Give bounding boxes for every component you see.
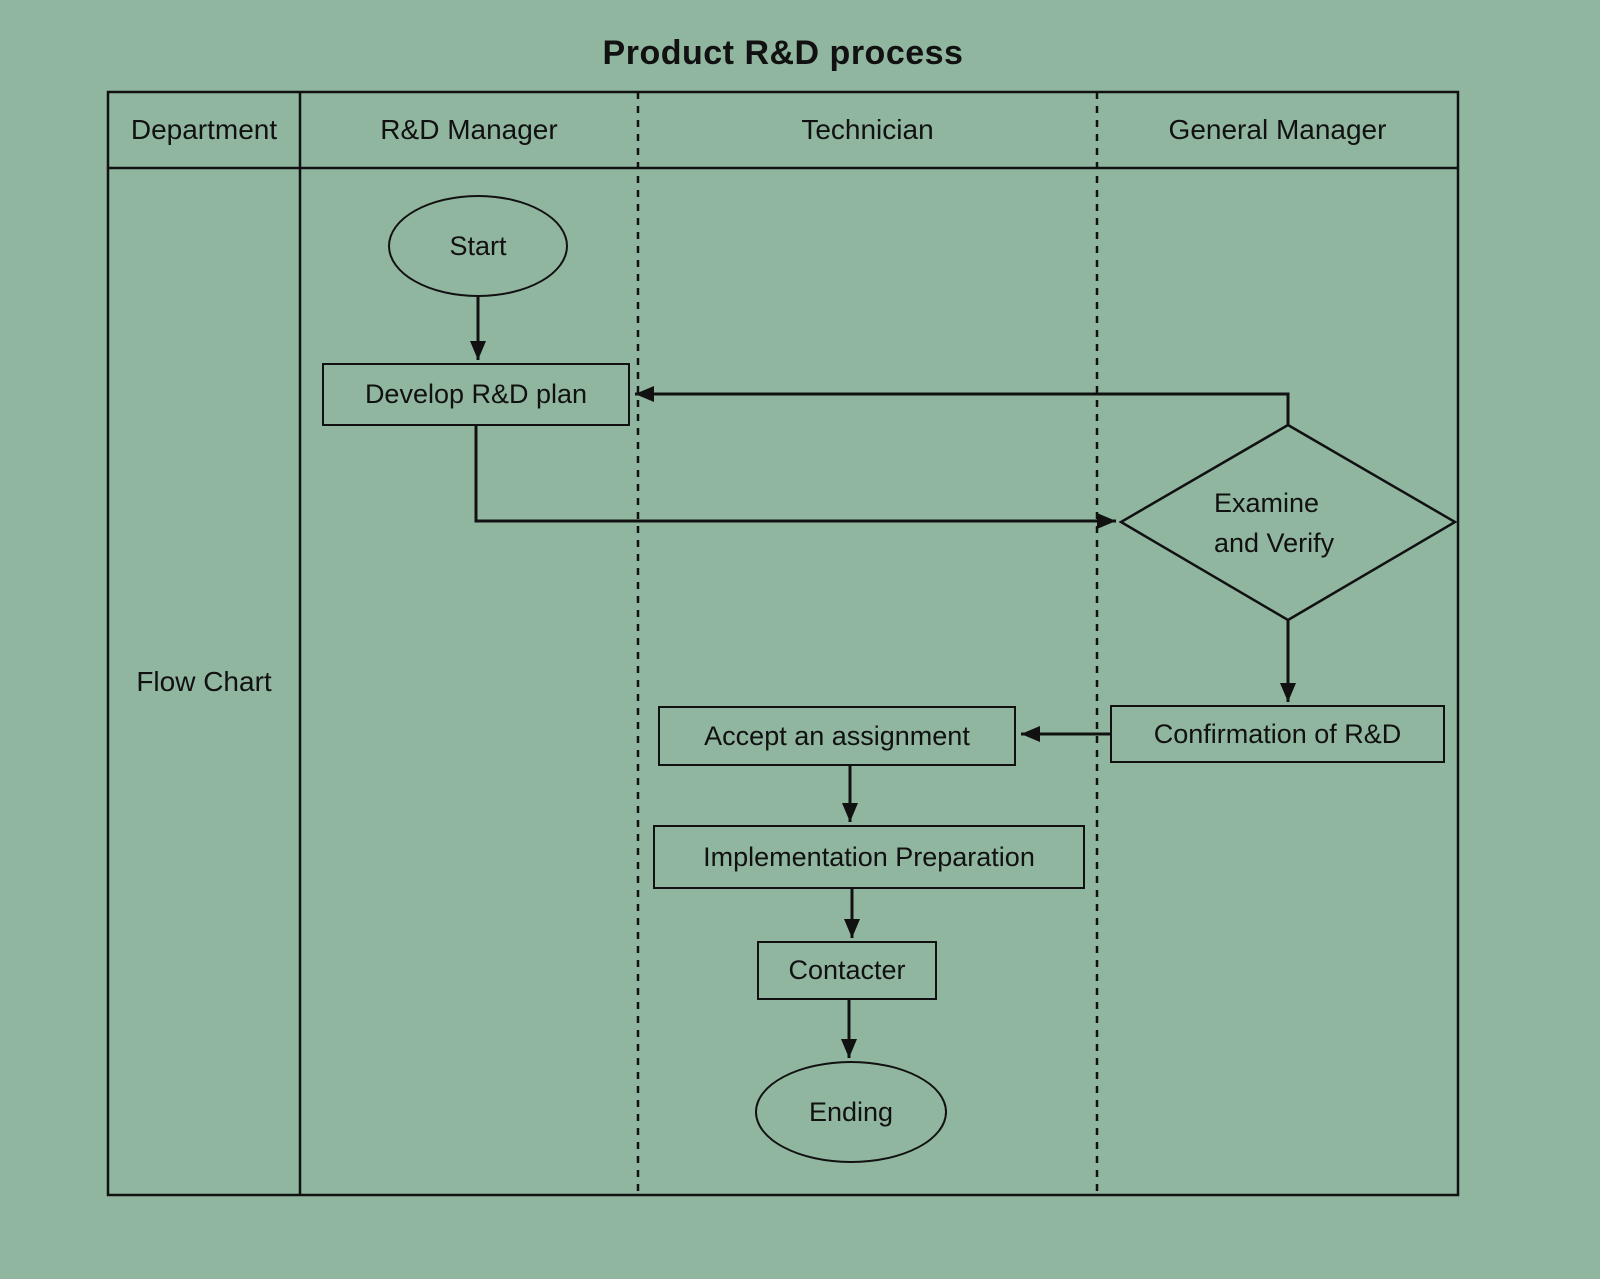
table-outer-border (106, 90, 1460, 1197)
node-start-label: Start (449, 230, 507, 261)
node-implementation-preparation-label: Implementation Preparation (703, 841, 1035, 872)
column-header-department: Department (130, 114, 278, 145)
arrow-develop-to-examine (474, 426, 1116, 529)
row-label-flow-chart: Flow Chart (136, 665, 272, 697)
node-contacter-label: Contacter (788, 955, 906, 985)
lane-header-general-manager: General Manager (1168, 114, 1387, 145)
node-accept-an-assignment-label: Accept an assignment (704, 720, 970, 751)
node-develop-rd-plan-label: Develop R&D plan (364, 379, 588, 409)
node-confirmation-of-rd-label: Confirmation of R&D (1153, 718, 1402, 749)
node-ending-label: Ending (808, 1096, 894, 1127)
examine-label-line2: and Verify (1214, 528, 1335, 558)
examine-label-line1: Examine (1214, 488, 1320, 518)
node-contacter: Contacter (757, 941, 937, 1000)
node-implementation-preparation: Implementation Preparation (653, 825, 1085, 889)
node-ending: Ending (755, 1061, 947, 1163)
node-develop-rd-plan: Develop R&D plan (322, 363, 630, 426)
arrow-examine-to-develop-feedback (635, 386, 1290, 425)
node-accept-an-assignment: Accept an assignment (658, 706, 1016, 766)
node-start: Start (388, 195, 568, 297)
lane-header-technician: Technician (801, 114, 934, 145)
node-examine-and-verify: Examine and Verify (1214, 483, 1334, 563)
page-title: Product R&D process (602, 34, 964, 72)
lane-header-rd-manager: R&D Manager (380, 114, 558, 145)
node-confirmation-of-rd: Confirmation of R&D (1110, 705, 1445, 763)
